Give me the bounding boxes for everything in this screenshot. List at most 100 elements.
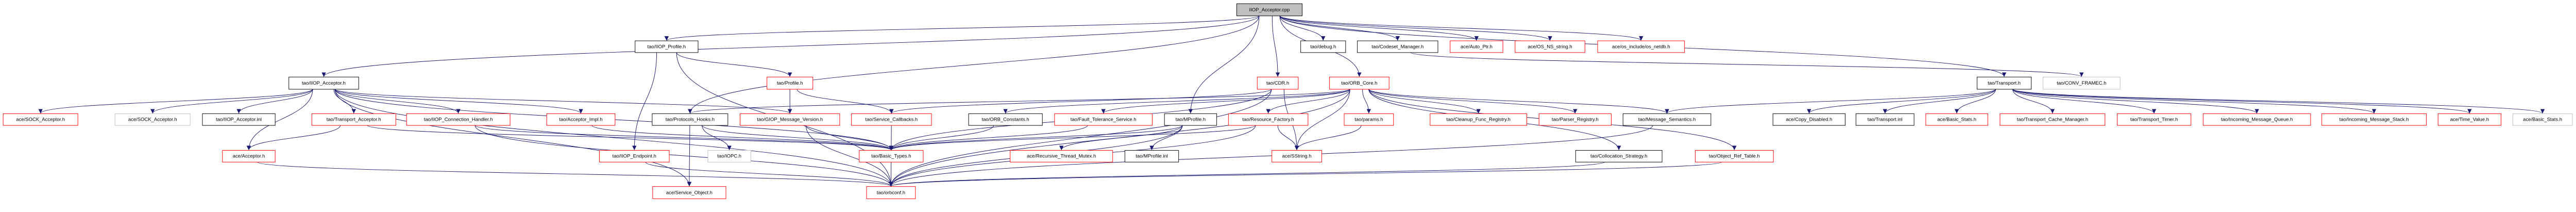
node-incoming-queue-h[interactable]: tao/Incoming_Message_Queue.h xyxy=(2202,113,2311,126)
node-box xyxy=(546,113,616,126)
edge-acceptor_impl_h-to-basic_types_h xyxy=(591,125,893,151)
node-label: ace/Time_Value.h xyxy=(2450,117,2489,123)
node-label: tao/IOPC.h xyxy=(717,154,741,159)
node-cleanup-h[interactable]: tao/Cleanup_Func_Registry.h xyxy=(1430,113,1527,126)
node-os-ns-string-h[interactable]: ace/OS_NS_string.h xyxy=(1515,40,1585,53)
node-params-h[interactable]: tao/params.h xyxy=(1344,113,1394,126)
node-recursive-mutex-h[interactable]: ace/Recursive_Thread_Mutex.h xyxy=(1010,150,1113,162)
node-transport-inl[interactable]: tao/Transport.inl xyxy=(1855,113,1914,126)
edge-transport_h-to-basic_stats_red xyxy=(1954,89,1996,113)
node-cdr-h[interactable]: tao/CDR.h xyxy=(1257,76,1299,90)
node-label: tao/ORB_Constants.h xyxy=(982,117,1029,123)
node-sock-acceptor-red[interactable]: ace/SOCK_Acceptor.h xyxy=(3,113,78,126)
edge-cpp-to-iiop_profile_h xyxy=(664,15,1260,41)
node-transport-h[interactable]: tao/Transport.h xyxy=(1976,76,2032,90)
edge-iiop_conn_handler_h-to-orbconf_h xyxy=(474,125,893,187)
edge-iiop_acceptor_h-to-service_object_h xyxy=(334,89,692,187)
nodes-layer: IIOP_Acceptor.cpptao/IIOP_Acceptor.htao/… xyxy=(3,3,2573,199)
edge-orb_core_h-to-protocols_hooks_h xyxy=(688,89,1350,114)
node-label: ace/SOCK_Acceptor.h xyxy=(16,117,65,123)
edge-protocols_hooks_h-to-service_object_h xyxy=(687,125,692,187)
node-profile-h[interactable]: tao/Profile.h xyxy=(767,76,814,90)
edge-mprofile_h-to-recursive_mutex_h xyxy=(1059,125,1183,151)
node-protocols-hooks-h[interactable]: tao/Protocols_Hooks.h xyxy=(652,113,728,126)
node-box xyxy=(2042,76,2121,90)
node-service-object-h[interactable]: ace/Service_Object.h xyxy=(652,186,726,199)
node-box xyxy=(740,113,840,126)
node-label: tao/GIOP_Message_Version.h xyxy=(757,117,823,123)
node-box xyxy=(1272,150,1322,162)
node-ft-service-h[interactable]: tao/Fault_Tolerance_Service.h xyxy=(1054,113,1153,126)
node-acceptor-impl-h[interactable]: tao/Acceptor_Impl.h xyxy=(546,113,616,126)
node-time-value-h[interactable]: ace/Time_Value.h xyxy=(2437,113,2501,126)
node-label: ace/os_include/os_netdb.h xyxy=(1612,44,1670,50)
node-label: tao/Fault_Tolerance_Service.h xyxy=(1071,117,1137,123)
node-resource-factory-h[interactable]: tao/Resource_Factory.h xyxy=(1228,113,1309,126)
node-box xyxy=(1124,150,1179,162)
edge-transport_acceptor_h-to-ace_acceptor_h xyxy=(246,125,341,151)
node-collocation-h[interactable]: tao/Collocation_Strategy.h xyxy=(1575,150,1663,162)
node-box xyxy=(311,113,396,126)
node-conv-framec-h[interactable]: tao/CONV_FRAMEC.h xyxy=(2042,76,2121,90)
node-iiop-acceptor-h[interactable]: tao/IIOP_Acceptor.h xyxy=(289,76,359,90)
edge-ace_acceptor_h-to-orbconf_h xyxy=(257,161,893,187)
node-incoming-stack-h[interactable]: tao/Incoming_Message_Stack.h xyxy=(2321,113,2427,126)
node-label: tao/Transport.inl xyxy=(1868,117,1903,123)
node-label: tao/IIOP_Acceptor.inl xyxy=(216,117,262,123)
edge-iiop_profile_h-to-profile_h xyxy=(676,52,792,77)
node-sstring-h[interactable]: ace/SString.h xyxy=(1272,150,1322,162)
node-orbconf-h[interactable]: tao/orbconf.h xyxy=(866,186,916,199)
node-box xyxy=(767,76,814,90)
node-object-ref-table-h[interactable]: tao/Object_Ref_Table.h xyxy=(1695,150,1774,162)
node-box xyxy=(1257,76,1299,90)
node-mprofile-inl[interactable]: tao/MProfile.inl xyxy=(1124,150,1179,162)
edge-iiop_acceptor_h-to-sock_acceptor_red xyxy=(38,89,313,114)
node-iiop-endpoint-h[interactable]: tao/IIOP_Endpoint.h xyxy=(599,150,670,162)
node-sock-acceptor-gray[interactable]: ace/SOCK_Acceptor.h xyxy=(114,113,191,126)
edge-protocols_hooks_h-to-iopc_h xyxy=(702,125,732,151)
node-mprofile-h[interactable]: tao/MProfile.h xyxy=(1164,113,1217,126)
node-box xyxy=(1450,40,1503,53)
node-basic-stats-gray[interactable]: ace/Basic_Stats.h xyxy=(2512,113,2573,126)
node-box xyxy=(3,113,78,126)
node-label: tao/Transport.h xyxy=(1988,80,2021,86)
node-iiop-conn-handler-h[interactable]: tao/IIOP_Connection_Handler.h xyxy=(406,113,511,126)
node-auto-ptr-h[interactable]: ace/Auto_Ptr.h xyxy=(1450,40,1503,53)
edge-iiop_acceptor_h-to-sock_acceptor_gray xyxy=(150,89,313,114)
node-basic-stats-red[interactable]: ace/Basic_Stats.h xyxy=(1925,113,1988,126)
node-os-netdb-h[interactable]: ace/os_include/os_netdb.h xyxy=(1597,40,1685,53)
node-box xyxy=(114,113,191,126)
node-codeset-h[interactable]: tao/Codeset_Manager.h xyxy=(1357,40,1438,53)
node-parser-registry-h[interactable]: tao/Parser_Registry.h xyxy=(1538,113,1612,126)
node-iiop-acceptor-inl[interactable]: tao/IIOP_Acceptor.inl xyxy=(202,113,276,126)
edge-params_h-to-sstring_h xyxy=(1294,125,1362,151)
node-debug-h[interactable]: tao/debug.h xyxy=(1300,40,1346,53)
node-basic-types-h[interactable]: tao/Basic_Types.h xyxy=(859,150,924,162)
node-orb-core-h[interactable]: tao/ORB_Core.h xyxy=(1329,76,1389,90)
node-box xyxy=(1010,150,1113,162)
node-box xyxy=(851,113,932,126)
node-transport-timer-h[interactable]: tao/Transport_Timer.h xyxy=(2117,113,2192,126)
node-box xyxy=(1695,150,1774,162)
node-box xyxy=(1228,113,1309,126)
node-copy-disabled-h[interactable]: ace/Copy_Disabled.h xyxy=(1772,113,1845,126)
edge-cpp-to-mprofile_h xyxy=(1188,15,1260,113)
node-label: tao/orbconf.h xyxy=(877,190,905,195)
edge-collocation_h-to-orbconf_h xyxy=(889,161,1605,187)
edge-cpp-to-cdr_h xyxy=(1272,15,1280,77)
node-iopc-h[interactable]: tao/IOPC.h xyxy=(707,150,751,162)
node-label: tao/Collocation_Strategy.h xyxy=(1590,154,1647,159)
node-message-semantics-h[interactable]: tao/Message_Semantics.h xyxy=(1622,113,1711,126)
edge-object_ref_table_h-to-orbconf_h xyxy=(889,161,1722,187)
node-orb-constants-h[interactable]: tao/ORB_Constants.h xyxy=(968,113,1043,126)
node-transport-cache-h[interactable]: tao/Transport_Cache_Manager.h xyxy=(1999,113,2106,126)
node-label: tao/IIOP_Acceptor.h xyxy=(302,80,346,86)
node-transport-acceptor-h[interactable]: tao/Transport_Acceptor.h xyxy=(311,113,396,126)
edge-giop_msg_version_h-to-orbconf_h xyxy=(805,125,893,187)
node-ace-acceptor-h[interactable]: ace/Acceptor.h xyxy=(222,150,276,162)
node-box xyxy=(1597,40,1685,53)
node-giop-msg-version-h[interactable]: tao/GIOP_Message_Version.h xyxy=(740,113,840,126)
node-iiop-profile-h[interactable]: tao/IIOP_Profile.h xyxy=(635,40,699,53)
edge-transport_h-to-transport_inl xyxy=(1883,89,1996,114)
node-service-callbacks-h[interactable]: tao/Service_Callbacks.h xyxy=(851,113,932,126)
